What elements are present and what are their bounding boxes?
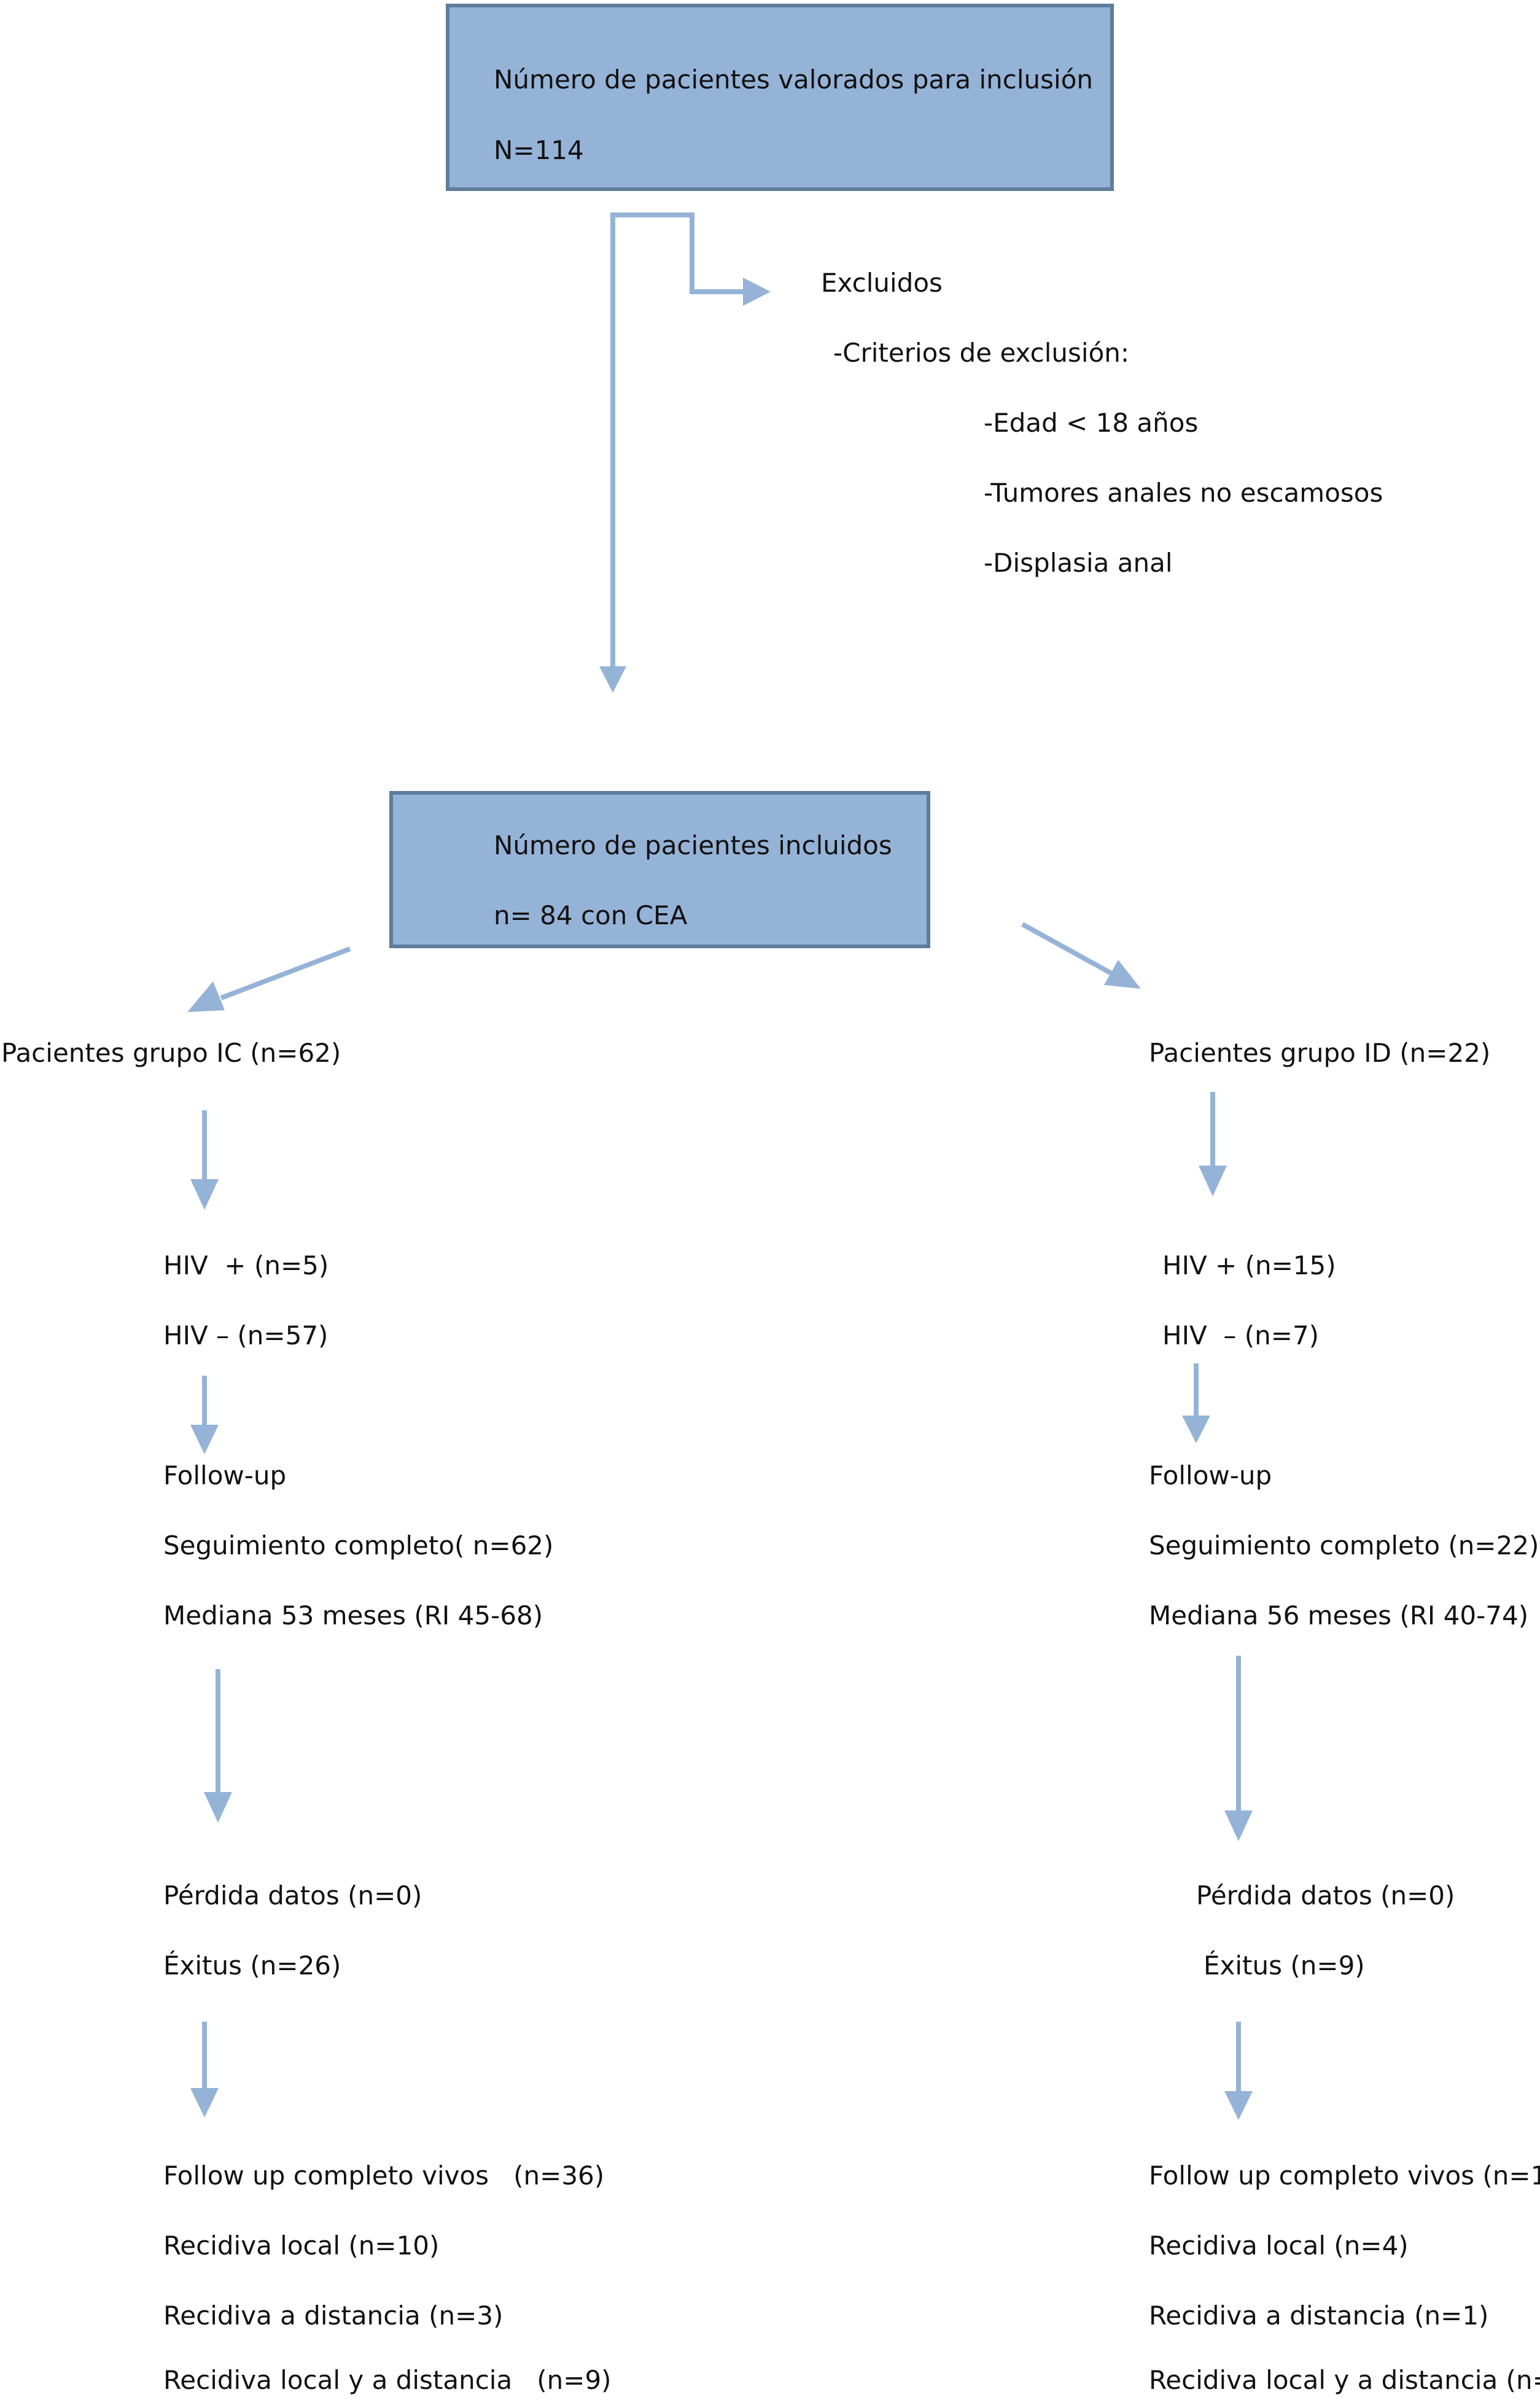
arrowhead-id-followup bbox=[1182, 1416, 1210, 1443]
assessed-patients-box: Número de pacientes valorados para inclu… bbox=[446, 4, 1114, 191]
group-id-lost-data: Pérdida datos (n=0) bbox=[1196, 1880, 1455, 1911]
group-id-followup-median: Mediana 56 meses (RI 40-74) bbox=[1149, 1600, 1529, 1631]
group-ic-hiv-positive: HIV + (n=5) bbox=[163, 1250, 329, 1280]
arrowhead-ic-loss bbox=[204, 1792, 232, 1823]
group-ic-title: Pacientes grupo IC (n=62) bbox=[1, 1038, 341, 1068]
group-ic-distant-recurrence: Recidiva a distancia (n=3) bbox=[163, 2301, 504, 2331]
arrow-to-group-ic bbox=[220, 946, 351, 1000]
arrowhead-excluded bbox=[743, 278, 771, 306]
arrowhead-group-ic bbox=[187, 981, 225, 1012]
exclusion-criterion-dysplasia: -Displasia anal bbox=[984, 548, 1173, 578]
arrowhead-id-outcomes bbox=[1224, 2091, 1253, 2120]
exclusion-criteria-title: -Criterios de exclusión: bbox=[833, 338, 1130, 368]
group-id-deaths: Éxitus (n=9) bbox=[1204, 1950, 1365, 1981]
arrowhead-id-hiv bbox=[1199, 1166, 1227, 1196]
arrow-to-excluded bbox=[610, 212, 743, 676]
group-ic-deaths: Éxitus (n=26) bbox=[163, 1950, 341, 1981]
group-id-distant-recurrence: Recidiva a distancia (n=1) bbox=[1149, 2301, 1489, 2331]
group-id-alive: Follow up completo vivos (n=13) bbox=[1149, 2160, 1540, 2191]
group-ic-local-recurrence: Recidiva local (n=10) bbox=[163, 2231, 440, 2261]
arrowhead-ic-hiv bbox=[190, 1179, 219, 1210]
group-ic-lost-data: Pérdida datos (n=0) bbox=[163, 1880, 422, 1911]
group-ic-local-distant-recurrence: Recidiva local y a distancia (n=9) bbox=[163, 2365, 612, 2395]
group-id-local-recurrence: Recidiva local (n=4) bbox=[1149, 2231, 1409, 2261]
arrowhead-ic-followup bbox=[190, 1425, 219, 1454]
arrowhead-included bbox=[599, 666, 626, 693]
group-id-followup-title: Follow-up bbox=[1149, 1460, 1272, 1490]
group-ic-hiv-negative: HIV – (n=57) bbox=[163, 1320, 329, 1350]
group-ic-followup-median: Mediana 53 meses (RI 45-68) bbox=[163, 1600, 543, 1631]
group-id-local-distant-recurrence: Recidiva local y a distancia (n=2) bbox=[1149, 2365, 1540, 2395]
arrow-to-group-id bbox=[1021, 922, 1113, 976]
exclusion-criterion-tumor: -Tumores anales no escamosos bbox=[984, 478, 1383, 508]
included-patients-box: Número de pacientes incluidos n= 84 con … bbox=[389, 791, 930, 948]
group-ic-followup-complete: Seguimiento completo( n=62) bbox=[163, 1530, 554, 1560]
exclusion-criterion-age: -Edad < 18 años bbox=[984, 408, 1199, 438]
group-id-title: Pacientes grupo ID (n=22) bbox=[1149, 1038, 1491, 1068]
arrowhead-ic-outcomes bbox=[190, 2088, 219, 2118]
excluded-heading: Excluidos bbox=[821, 268, 943, 298]
group-id-hiv-positive: HIV + (n=15) bbox=[1162, 1250, 1336, 1280]
group-ic-followup-title: Follow-up bbox=[163, 1460, 287, 1490]
assessed-patients-count: N=114 bbox=[494, 135, 584, 165]
group-id-followup-complete: Seguimiento completo (n=22) bbox=[1149, 1530, 1539, 1560]
arrowhead-group-id bbox=[1104, 960, 1141, 989]
included-patients-title: Número de pacientes incluidos bbox=[494, 830, 892, 860]
group-id-hiv-negative: HIV – (n=7) bbox=[1162, 1320, 1320, 1350]
arrowhead-id-loss bbox=[1224, 1810, 1253, 1841]
included-patients-count: n= 84 con CEA bbox=[494, 900, 688, 930]
group-ic-alive: Follow up completo vivos (n=36) bbox=[163, 2160, 605, 2191]
assessed-patients-title: Número de pacientes valorados para inclu… bbox=[494, 64, 1094, 95]
